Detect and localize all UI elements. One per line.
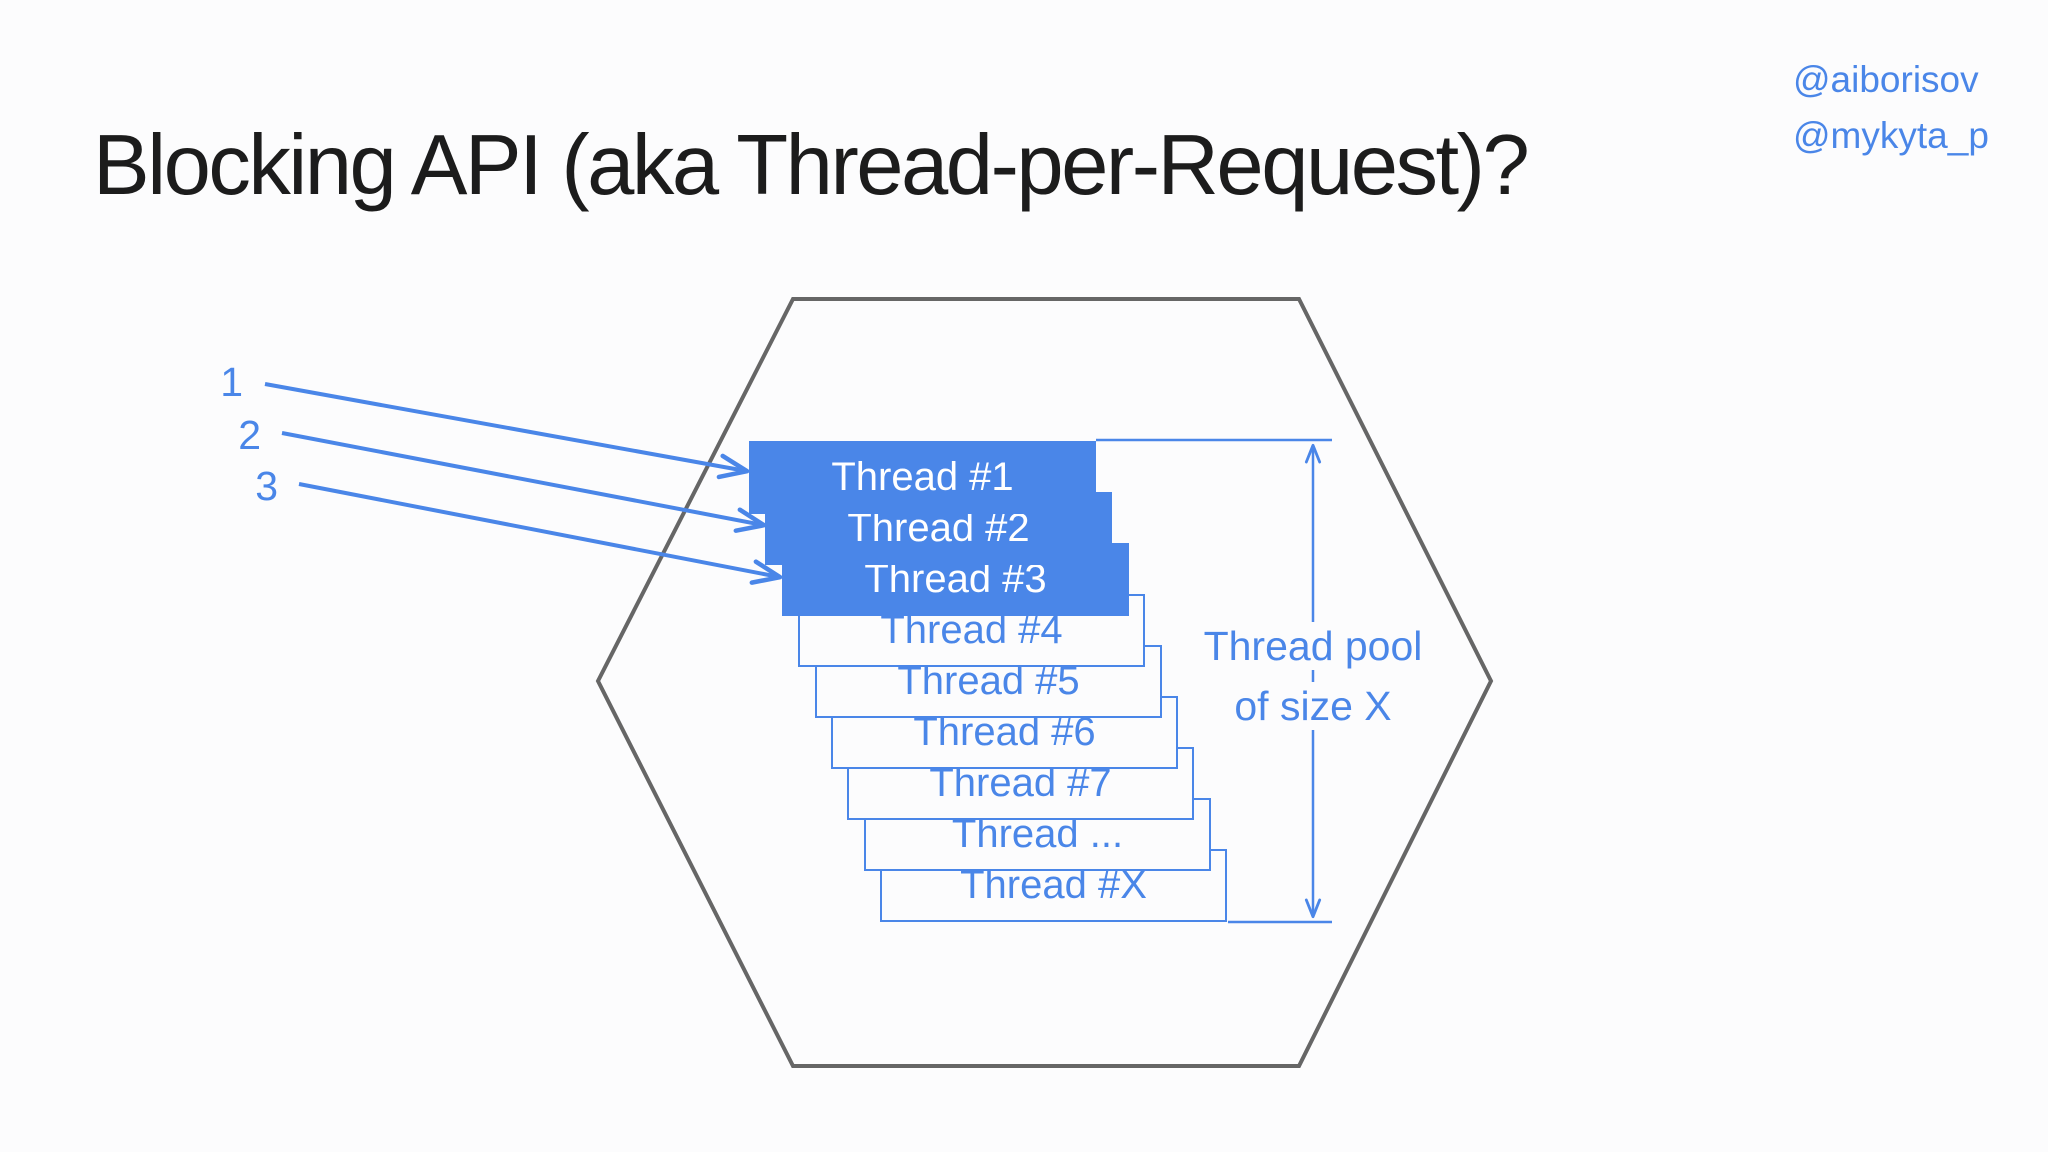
request-arrow (298, 482, 783, 585)
request-number-label: 1 (220, 359, 243, 405)
request-arrow (264, 382, 750, 480)
pool-label-line: Thread pool (1193, 622, 1433, 670)
author-handle: @aiborisov (1793, 59, 1979, 100)
pool-size-bracket (1096, 438, 1332, 924)
request-arrow (281, 431, 767, 533)
request-2: 2 (238, 412, 767, 533)
request-number-label: 2 (238, 412, 261, 458)
pool-label-line: of size X (1224, 682, 1402, 730)
hexagon-shape (595, 297, 1494, 1068)
thread-box: Thread #1 (749, 441, 1096, 514)
author-handle: @mykyta_p (1793, 115, 1989, 156)
thread-pool-label: Thread pool of size X (1193, 622, 1433, 730)
request-number-label: 3 (255, 463, 278, 509)
slide-title: Blocking API (aka Thread-per-Request)? (93, 118, 1530, 213)
request-3: 3 (255, 463, 783, 585)
request-1: 1 (220, 359, 750, 480)
author-handles: @aiborisov @mykyta_p (1793, 52, 1989, 164)
